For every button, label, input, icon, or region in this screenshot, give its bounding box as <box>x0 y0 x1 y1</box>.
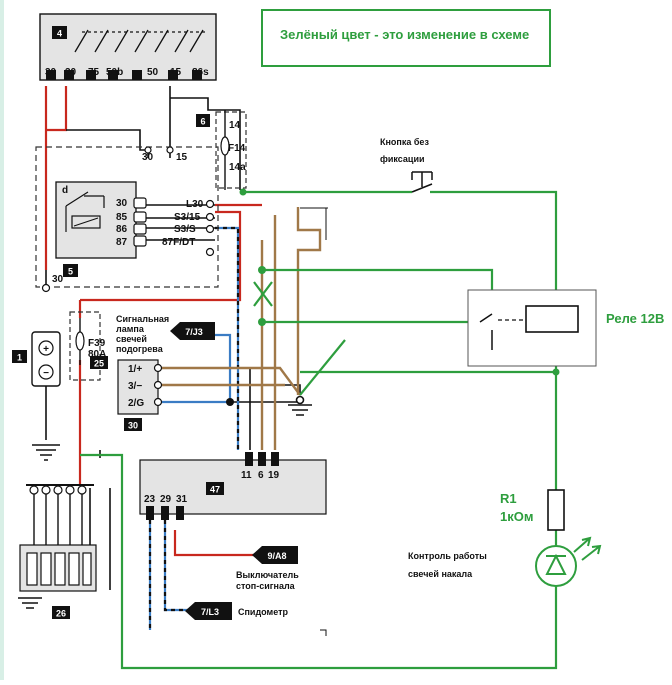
block-26-label: 26 <box>56 609 66 619</box>
lamp-label-3: свечей <box>116 334 147 344</box>
switch-terminal-15: 15 <box>170 67 182 78</box>
blue-wires <box>148 226 240 630</box>
indicator-label-2: свечей накала <box>408 569 473 579</box>
relay-pin-85: 85 <box>116 212 128 223</box>
fuse-f39-name: F39 <box>88 338 106 349</box>
switch-terminal-86s: 86s <box>192 67 209 78</box>
glow-plugs-block: 26 <box>18 484 97 619</box>
module-30-pin-3: 3/− <box>128 381 142 392</box>
lamp-label-4: подогрева <box>116 344 164 354</box>
relay-pin-30-top: 30 <box>142 152 154 163</box>
block-25-label: 25 <box>94 359 104 369</box>
tag-7-j3: 7/J3 <box>170 322 215 340</box>
resistor-label-1: R1 <box>500 491 517 506</box>
button-label-2: фиксации <box>380 154 425 164</box>
relay-pin-30-bottom: 30 <box>52 274 64 285</box>
module-30-pin-1: 1/+ <box>128 364 142 375</box>
note-text: Зелёный цвет - это изменение в схеме <box>280 27 529 42</box>
ignition-switch-block: 4 30 30 75 50b 50 15 86s <box>39 13 217 81</box>
brake-switch-label-1: Выключатель <box>236 570 299 580</box>
module-47-pin-6: 6 <box>258 470 264 481</box>
ground-symbol-battery <box>32 444 60 461</box>
page-edge <box>0 0 4 680</box>
fuse-f14-name: F14 <box>228 143 246 154</box>
glow-relay-block: d 5 30 15 30 85 86 87 L30 S3/15 S3/S 87F… <box>35 146 219 293</box>
red-wires <box>44 86 262 557</box>
switch-terminal-30b: 30 <box>65 67 77 78</box>
relay-pin-30: 30 <box>116 198 128 209</box>
relay-pin-l30: L30 <box>186 199 204 210</box>
module-47-pin-19: 19 <box>268 470 280 481</box>
brake-switch-label-2: стоп-сигнала <box>236 581 296 591</box>
fuse-f14-pin-14: 14 <box>229 120 241 131</box>
button-label-1: Кнопка без <box>380 137 429 147</box>
module-30: 1/+ 3/− 2/G 30 <box>117 359 163 431</box>
brown-wires <box>155 207 322 450</box>
battery-plus-icon: + <box>43 344 49 355</box>
tag-7-l3-label: 7/L3 <box>201 607 219 617</box>
switch-terminal-30a: 30 <box>45 67 57 78</box>
fuse-f39: F39 80A 25 <box>69 311 108 381</box>
speedometer-label: Спидометр <box>238 607 289 617</box>
module-47-pin-29: 29 <box>160 494 172 505</box>
switch-terminal-75: 75 <box>88 67 100 78</box>
module-47-pin-31: 31 <box>176 494 188 505</box>
block-47-label: 47 <box>210 485 220 495</box>
relay-pin-s3-15: S3/15 <box>174 212 201 223</box>
module-47-pin-23: 23 <box>144 494 156 505</box>
striped-wires <box>148 226 240 630</box>
lamp-label-2: лампа <box>116 324 145 334</box>
relay-pin-86: 86 <box>116 224 128 235</box>
lamp-label-1: Сигнальная <box>116 314 169 324</box>
cut-mark-icon <box>253 281 273 307</box>
green-modification: Зелёный цвет - это изменение в схеме Кно… <box>80 9 664 670</box>
resistor-icon <box>547 489 565 531</box>
battery-minus-icon: − <box>43 368 49 379</box>
block-6-label: 6 <box>200 117 205 127</box>
fuse-f14-pin-14a: 14a <box>229 162 246 173</box>
relay-pin-d: d <box>62 185 68 196</box>
relay-12v-coil-icon <box>525 305 579 333</box>
fuse-f14: 6 14 F14 14a <box>196 110 247 190</box>
tag-9-a8: 9/A8 <box>252 546 298 564</box>
switch-terminal-50: 50 <box>147 67 159 78</box>
note-box <box>261 9 551 67</box>
module-47-pin-11: 11 <box>241 470 252 481</box>
relay-pin-87: 87 <box>116 237 128 248</box>
module-47: 11 6 19 47 23 29 31 <box>139 452 327 520</box>
led-icon <box>535 536 602 587</box>
block-4-label: 4 <box>57 29 62 39</box>
relay-pin-87f-dt: 87F/DT <box>162 237 195 248</box>
block-5-label: 5 <box>68 267 73 277</box>
switch-terminal-50b: 50b <box>106 67 123 78</box>
tag-7-j3-label: 7/J3 <box>185 327 203 337</box>
relay-pin-15-top: 15 <box>176 152 188 163</box>
battery: 1 + − <box>12 331 61 387</box>
block-30-label: 30 <box>128 421 138 431</box>
push-button-icon <box>411 171 433 193</box>
ground-symbol-center <box>288 395 312 416</box>
block-1-label: 1 <box>17 353 22 363</box>
indicator-label-1: Контроль работы <box>408 551 487 561</box>
resistor-label-2: 1кОм <box>500 509 533 524</box>
tag-9-a8-label: 9/A8 <box>267 551 286 561</box>
relay-coil-icon <box>71 215 101 229</box>
fuse-f39-rating: 80A <box>88 349 106 360</box>
tag-7-l3: 7/L3 <box>185 602 232 620</box>
relay-12v-label: Реле 12В <box>606 311 664 326</box>
relay-pin-s3-s: S3/S <box>174 224 196 235</box>
module-30-pin-2: 2/G <box>128 398 144 409</box>
